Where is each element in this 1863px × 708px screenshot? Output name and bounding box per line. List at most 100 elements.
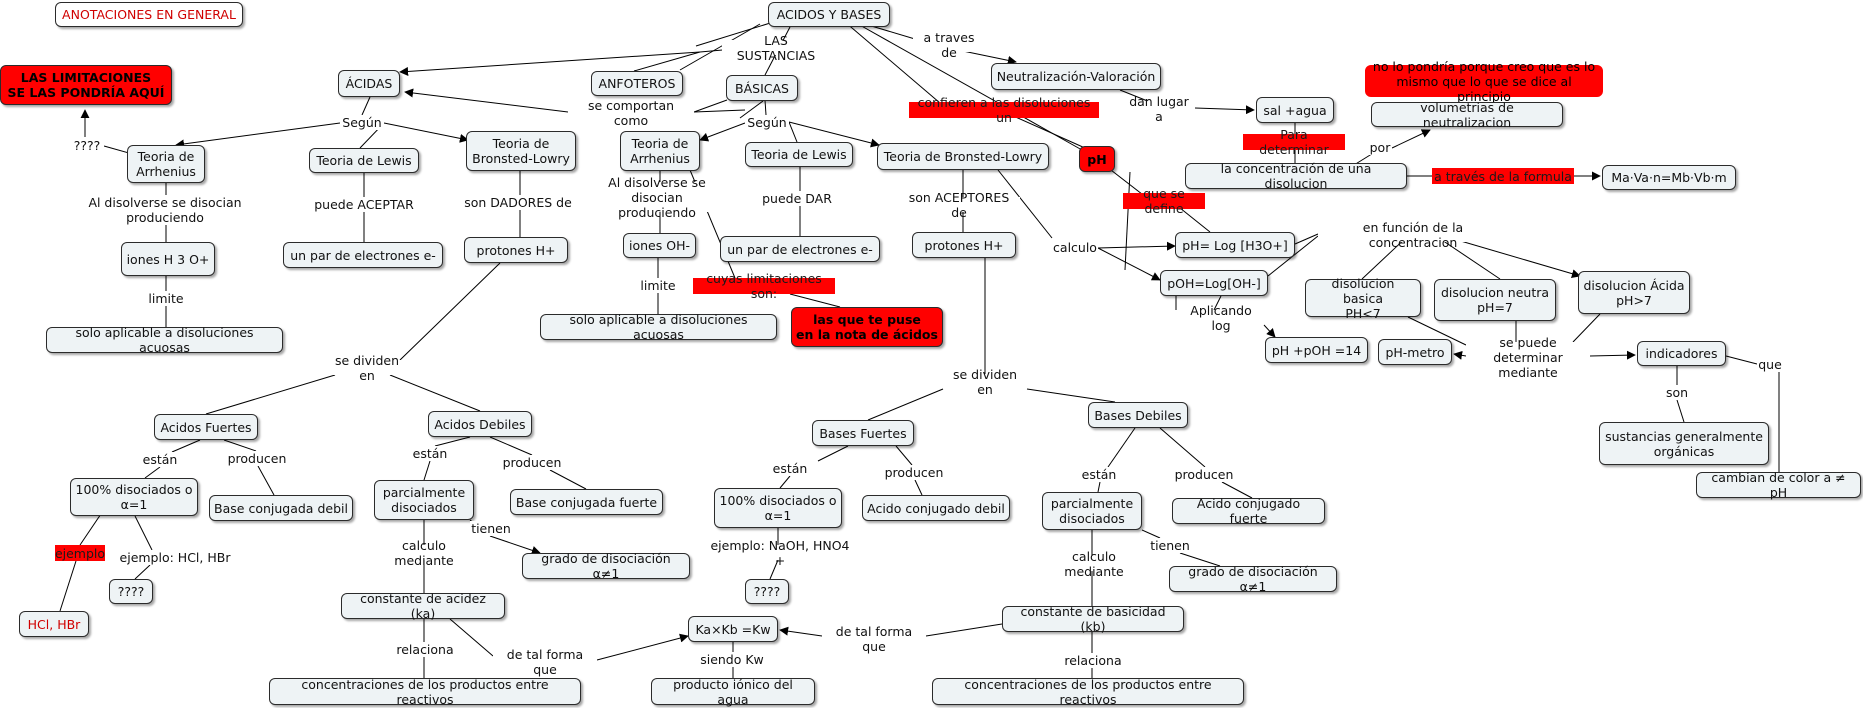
node-solo-aplicable-b[interactable]: solo aplicable a disoluciones acuosas: [540, 312, 777, 342]
connector-line: [1263, 324, 1276, 338]
node-solo-aplicable-a[interactable]: solo aplicable a disoluciones acuosas: [46, 325, 283, 355]
node-parcialmente-a[interactable]: parcialmente disociados: [374, 480, 474, 520]
label-se-dividen-a: se dividen en: [325, 353, 409, 383]
node-acidos-debiles[interactable]: Acidos Debiles: [428, 411, 532, 437]
node-ph-metro[interactable]: pH-metro: [1378, 339, 1452, 365]
connector-line: [1725, 355, 1758, 365]
node-concentraciones-b[interactable]: concentraciones de los productos entre r…: [932, 677, 1244, 707]
node-constante-acidez[interactable]: constante de acidez (ka): [341, 591, 505, 621]
node-ph[interactable]: pH: [1079, 146, 1115, 172]
node-limitaciones[interactable]: LAS LIMITACIONES SE LAS PONDRÍA AQUÍ: [0, 65, 172, 105]
connector-line: [596, 633, 689, 661]
node-acidas[interactable]: ÁCIDAS: [338, 70, 400, 97]
node-anfoteros[interactable]: ANFOTEROS: [591, 71, 683, 96]
label-producen-b: producen: [500, 455, 564, 470]
node-no-lo-pondria[interactable]: no lo pondría porque creo que es lo mism…: [1365, 59, 1603, 104]
node-acidos-y-bases[interactable]: ACIDOS Y BASES: [768, 2, 890, 27]
node-formula[interactable]: Ma·Va·n=Mb·Vb·m: [1602, 165, 1736, 190]
node-acido-conjugado-debil[interactable]: Acido conjugado debil: [862, 495, 1010, 521]
connector-line: [769, 559, 779, 580]
label-al-disolverse-b: Al disolverse se disocian produciendo: [583, 175, 731, 220]
node-disolucion-neutra[interactable]: disolucion neutra pH=7: [1434, 279, 1556, 321]
node-grado-disociacion-b[interactable]: grado de disociación α≠1: [1169, 564, 1337, 594]
node-protones-a[interactable]: protones H+: [464, 237, 568, 263]
connector-line: [549, 469, 587, 490]
label-tienen-b: tienen: [1149, 538, 1191, 553]
node-base-conjugada-fuerte[interactable]: Base conjugada fuerte: [510, 489, 663, 515]
label-son-aceptores: son ACEPTORES de: [898, 190, 1020, 220]
node-concentracion-disolucion[interactable]: la concentración de una disolucion: [1185, 161, 1407, 191]
connector-line: [844, 21, 941, 104]
node-sal-agua[interactable]: sal +agua: [1256, 97, 1334, 123]
label-puede-aceptar: puede ACEPTAR: [313, 197, 415, 212]
label-se-dividen-b: se dividen en: [943, 367, 1027, 397]
node-poh-log[interactable]: pOH=Log[OH-]: [1160, 270, 1268, 296]
node-teoria-bronsted-a[interactable]: Teoria de Bronsted-Lowry: [466, 131, 576, 171]
node-iones-h3o[interactable]: iones H 3 O+: [121, 242, 215, 276]
node-acido-conjugado-fuerte[interactable]: Acido conjugado fuerte: [1172, 496, 1325, 526]
connector-line: [788, 121, 798, 143]
node-teoria-lewis-b[interactable]: Teoria de Lewis: [745, 142, 853, 167]
node-ka-kb-kw[interactable]: Ka×Kb =Kw: [688, 616, 778, 642]
connector-line: [257, 465, 275, 496]
label-tienen-a: tienen: [470, 521, 512, 536]
node-iones-oh[interactable]: iones OH-: [623, 233, 696, 258]
node-indicadores[interactable]: indicadores: [1637, 341, 1726, 366]
connector-line: [404, 88, 569, 113]
connector-line: [1026, 388, 1116, 403]
connector-line: [399, 262, 501, 361]
node-par-electrones-b[interactable]: un par de electrones e-: [720, 236, 880, 262]
node-par-electrones-a[interactable]: un par de electrones e-: [283, 242, 443, 268]
connector-line: [134, 515, 153, 551]
node-bases-fuertes[interactable]: Bases Fuertes: [812, 420, 914, 446]
node-constante-basicidad[interactable]: constante de basicidad (kb): [1002, 604, 1184, 634]
node-ph-poh-14[interactable]: pH +pOH =14: [1265, 337, 1368, 363]
node-concentraciones-a[interactable]: concentraciones de los productos entre r…: [269, 677, 581, 707]
node-grado-disociacion-a[interactable]: grado de disociación α≠1: [522, 551, 690, 581]
label-para-determinar: Para determinar: [1243, 127, 1345, 157]
label-a-traves-formula: a través de la formula: [1432, 168, 1574, 184]
connector-line: [1097, 247, 1161, 281]
node-teoria-bronsted-b[interactable]: Teoria de Bronsted-Lowry: [877, 143, 1049, 170]
node-acidos-fuertes[interactable]: Acidos Fuertes: [154, 414, 258, 440]
label-calculo: calculo: [1052, 240, 1098, 255]
node-disolucion-acida[interactable]: disolucion Ácida pH>7: [1578, 271, 1690, 314]
node-producto-ionico[interactable]: producto iónico del agua: [651, 677, 815, 707]
node-hcl-hbr[interactable]: HCl, HBr: [19, 611, 89, 637]
node-bases-debiles[interactable]: Bases Debiles: [1088, 402, 1188, 428]
label-relaciona-a: relaciona: [396, 642, 454, 657]
node-teoria-arrhenius-b[interactable]: Teoria de Arrhenius: [620, 131, 700, 171]
node-teoria-arrhenius-a[interactable]: Teoria de Arrhenius: [127, 145, 205, 183]
label-calculo-mediante-b: calculo mediante: [1040, 549, 1148, 579]
node-cambian-color[interactable]: cambian de color a ≠ pH: [1696, 470, 1861, 500]
node-teoria-lewis-a[interactable]: Teoria de Lewis: [309, 148, 419, 173]
label-ejemplo-hcl: ejemplo: HCl, HBr: [117, 550, 233, 565]
connector-line: [633, 51, 701, 72]
label-ejemplo: ejemplo: [54, 545, 106, 561]
node-100-disociados-b[interactable]: 100% disociados o α=1: [714, 488, 842, 528]
node-100-disociados-a[interactable]: 100% disociados o α=1: [70, 478, 198, 516]
node-parcialmente-b[interactable]: parcialmente disociados: [1042, 492, 1142, 530]
node-q2[interactable]: ????: [745, 579, 789, 604]
label-ejemplo-naoh: ejemplo: NaOH, HNO4 +: [703, 538, 857, 568]
node-ph-log[interactable]: pH= Log [H3O+]: [1175, 232, 1295, 258]
connector-line: [383, 122, 469, 143]
node-volumetrias[interactable]: volumetrias de neutralizacion: [1371, 100, 1563, 130]
node-basicas[interactable]: BÁSICAS: [726, 75, 798, 101]
connector-line: [779, 626, 823, 637]
label-aplicando-log: Aplicando log: [1178, 303, 1264, 333]
connector-line: [361, 96, 371, 116]
label-de-tal-forma-a: de tal forma que: [493, 647, 597, 677]
node-las-que-te-puse[interactable]: las que te puse en la nota de ácidos: [791, 307, 943, 347]
label-limite-b: limite: [638, 278, 678, 293]
connector-line: [1097, 481, 1101, 493]
node-disolucion-basica[interactable]: disolucion basica PH<7: [1305, 276, 1421, 321]
node-neutralizacion[interactable]: Neutralización-Valoración: [991, 63, 1161, 90]
node-base-conjugada-debil[interactable]: Base conjugada debil: [209, 495, 353, 521]
node-protones-b[interactable]: protones H+: [912, 232, 1016, 258]
label-estan-a: están: [141, 452, 179, 467]
connector-line: [423, 460, 431, 481]
node-q1[interactable]: ????: [109, 579, 153, 604]
node-anotaciones[interactable]: ANOTACIONES EN GENERAL: [55, 2, 243, 27]
node-sustancias-organicas[interactable]: sustancias generalmente orgánicas: [1599, 422, 1769, 465]
